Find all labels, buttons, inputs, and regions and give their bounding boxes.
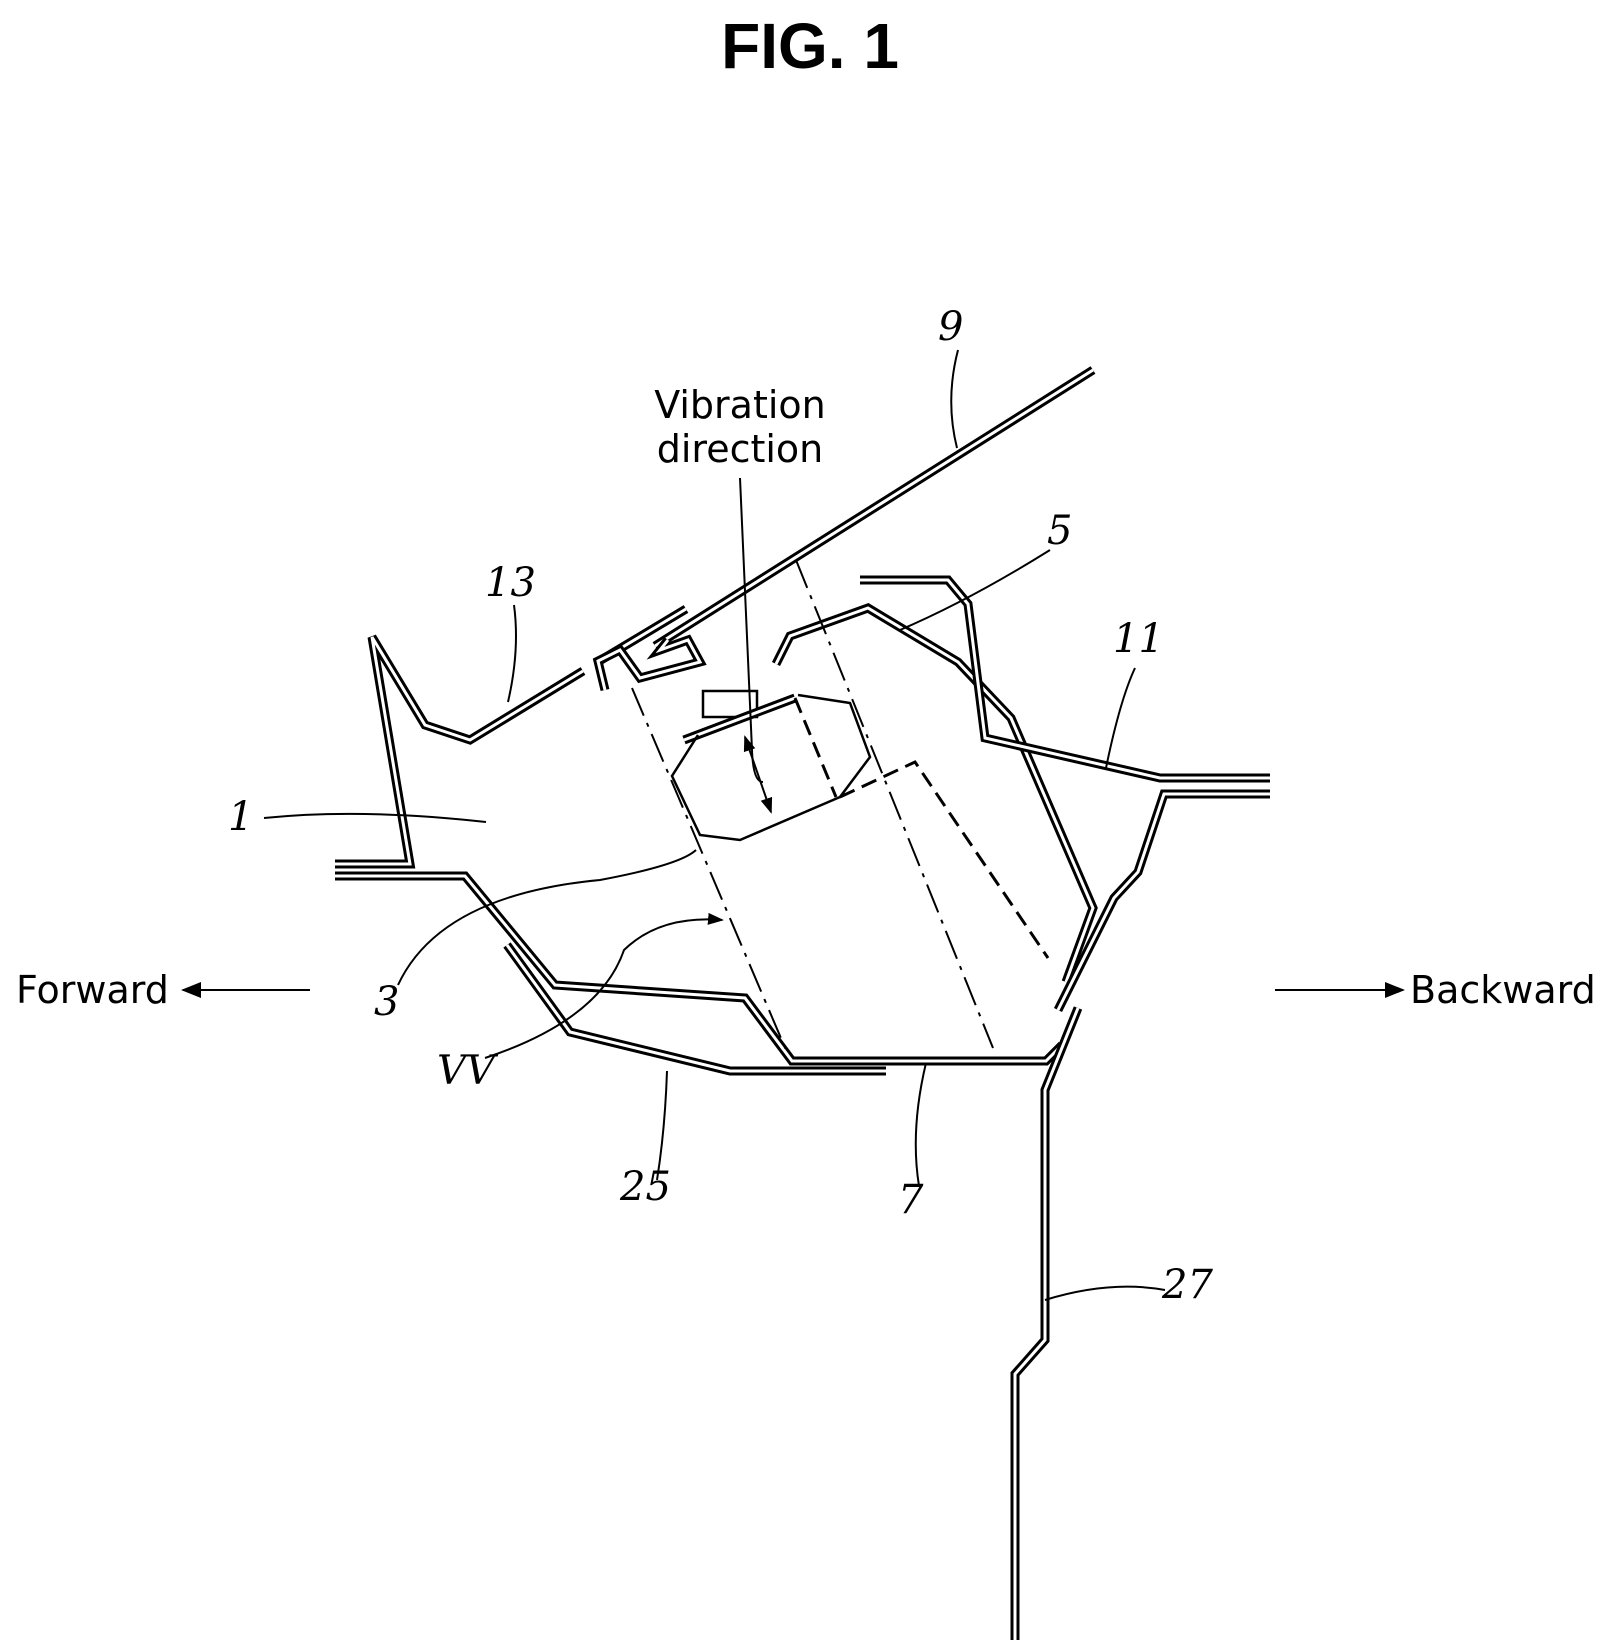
ref-9: 9: [938, 304, 963, 350]
dash-panel-13: [335, 637, 583, 864]
leader-5: [900, 550, 1050, 630]
panel-5: [776, 608, 1093, 982]
leader-11: [1106, 668, 1135, 768]
ref-25: 25: [619, 1164, 671, 1210]
ref-3: 3: [374, 979, 399, 1025]
floor-panel: [335, 876, 1062, 1061]
panel-25: [507, 945, 886, 1071]
figure-title: FIG. 1: [721, 10, 899, 82]
leader-9: [951, 350, 958, 448]
bracket-upper: [596, 609, 700, 690]
vibration-label-line1: Vibration: [654, 383, 826, 427]
panel-11: [860, 580, 1270, 778]
leader-vib: [740, 478, 763, 782]
backward-label: Backward: [1410, 968, 1596, 1012]
ref-5: 5: [1047, 508, 1072, 554]
forward-label: Forward: [16, 968, 169, 1012]
leader-1: [264, 814, 486, 822]
ref-11: 11: [1113, 616, 1164, 662]
leader-3: [398, 850, 696, 985]
ref-1: 1: [228, 794, 253, 840]
hidden-outline: [795, 698, 1048, 958]
panel-27: [1015, 1008, 1078, 1640]
leader-27: [1045, 1287, 1165, 1300]
leader-7: [916, 1063, 926, 1186]
leader-13: [508, 605, 516, 702]
vibration-label-line2: direction: [657, 427, 824, 471]
ref-vv: VV: [437, 1048, 499, 1094]
component-3: [672, 691, 870, 840]
ref-27: 27: [1161, 1262, 1213, 1308]
ref-13: 13: [485, 560, 536, 606]
vibration-arrow: [745, 737, 771, 812]
ref-7: 7: [898, 1177, 924, 1223]
